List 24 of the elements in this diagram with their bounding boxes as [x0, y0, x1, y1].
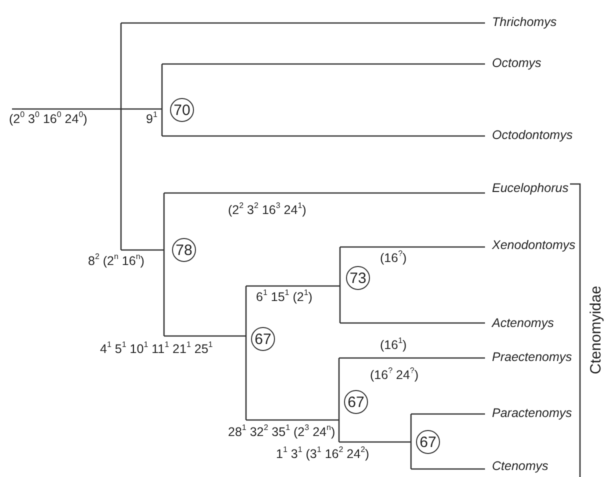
node-circle: 67 — [344, 390, 368, 414]
taxon-name: Actenomys — [492, 315, 554, 332]
character-states: (2$^{0}$ 3$^{0}$ 16$^{0}$ 24$^{0}$) — [9, 112, 88, 127]
taxon-name: Ctenomys — [492, 458, 548, 475]
node-circle: 78 — [172, 238, 196, 262]
node-circle: 67 — [251, 327, 275, 351]
node-circle: 73 — [346, 266, 370, 290]
clade-name: Ctenomyidae — [588, 286, 604, 374]
character-states: 6$^{1}$ 15$^{1}$ (2$^{1}$) — [256, 290, 312, 305]
character-states: 1$^{1}$ 3$^{1}$ (3$^{1}$ 16$^{2}$ 24$^{2}$) — [276, 447, 370, 462]
character-states: (16$^{1}$) — [380, 338, 407, 353]
character-states: 4$^{1}$ 5$^{1}$ 10$^{1}$ 11$^{1}$ 21$^{1}$ 25$^{1}$ — [100, 342, 213, 357]
taxon-name: Paractenomys — [492, 405, 572, 422]
taxon-name: Octodontomys — [492, 127, 573, 144]
character-states: 9$^{1}$ — [146, 112, 158, 127]
taxon-name: Thrichomys — [492, 14, 557, 31]
node-circle: 67 — [416, 430, 440, 454]
character-states: 28$^{1}$ 32$^{2}$ 35$^{1}$ (2$^{3}$ 24$^{n}$) — [228, 425, 336, 440]
taxon-name: Eucelophorus — [492, 180, 568, 197]
taxon-name: Praectenomys — [492, 349, 572, 366]
taxon-name: Octomys — [492, 55, 542, 72]
taxon-name: Xenodontomys — [492, 237, 576, 254]
character-states: (2$^{2}$ 3$^{2}$ 16$^{3}$ 24$^{1}$) — [228, 203, 306, 218]
node-circle: 70 — [170, 98, 194, 122]
